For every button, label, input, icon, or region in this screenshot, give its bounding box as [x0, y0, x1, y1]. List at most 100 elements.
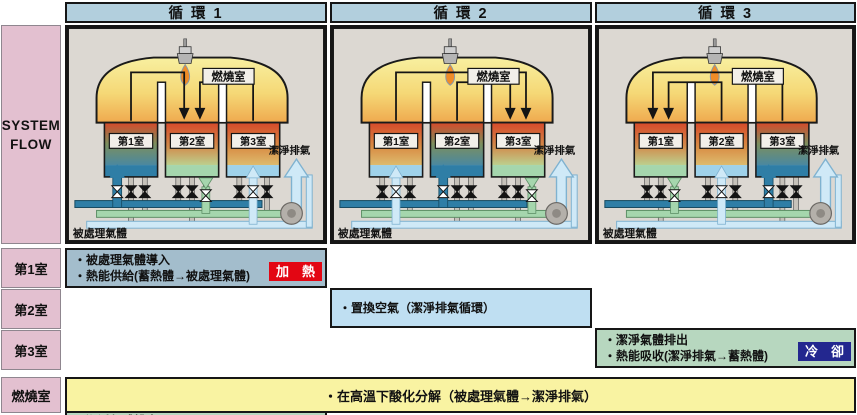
chamber-2-label-box: [169, 132, 215, 149]
clean-exhaust-arrow-icon: [812, 157, 839, 211]
system-flow-line2: FLOW: [10, 136, 52, 152]
valve-open: [715, 185, 729, 199]
chamber-1-outline: [633, 121, 689, 178]
combustion-dome: [95, 56, 289, 124]
flow-arrow-down-icon: [194, 107, 206, 120]
chamber-1-label: 第1室: [648, 135, 674, 148]
valve-closed: [511, 185, 525, 199]
chamber-2-strip: [430, 165, 484, 177]
chamber-1-label: 第1室: [118, 135, 144, 148]
cycle-1-header: 循 環 1: [65, 2, 327, 23]
chamber-3-label: 第3室: [505, 135, 531, 148]
operation-line: ・置換空氣（潔淨排氣循環）: [339, 301, 496, 315]
valve-open: [525, 189, 539, 203]
valve-closed: [640, 185, 654, 199]
diagram-panel-cycle-3: 燃燒室第1室第2室第3室被處理氣體潔淨排氣: [595, 25, 856, 244]
diagram-panel-cycle-2: 燃燒室第1室第2室第3室被處理氣體潔淨排氣: [330, 25, 592, 244]
row-label-chamber-2-text: 第2室: [14, 302, 48, 318]
valve-closed: [232, 185, 246, 199]
purge-return-pipe: [305, 174, 313, 228]
chamber-wall: [747, 81, 757, 124]
burner-icon: [706, 38, 724, 86]
row-label-combustion-text: 燃燒室: [11, 388, 51, 404]
chamber-3-label-box: [760, 132, 805, 149]
chamber-1-label-box: [638, 132, 683, 149]
valve-open: [762, 185, 776, 199]
chamber-1-label-box: [108, 132, 154, 149]
purge-return-pipe: [834, 174, 842, 228]
chamber-wall: [156, 81, 167, 124]
inlet-gas-pipe: [604, 200, 792, 208]
inlet-up-arrow-icon: [760, 164, 777, 178]
purge-up-arrow-icon: [245, 165, 261, 179]
diagram-border: [597, 27, 854, 242]
valve-closed: [450, 185, 464, 199]
purge-return-pipe: [570, 174, 578, 228]
inlet-gas-label: 被處理氣體: [603, 226, 657, 240]
chamber-3-label-box: [230, 132, 276, 149]
inlet-gas-label: 被處理氣體: [338, 226, 392, 240]
valve-closed: [728, 185, 742, 199]
flow-duct: [130, 71, 186, 121]
valve-closed: [403, 185, 417, 199]
valve-closed: [464, 185, 478, 199]
flow-duct: [395, 71, 527, 121]
row-label-chamber-3: 第3室: [1, 330, 61, 370]
valve-closed: [124, 185, 138, 199]
valve-open: [667, 189, 682, 203]
row-label-chamber-2: 第2室: [1, 289, 61, 329]
chamber-2-strip: [165, 165, 219, 177]
purge-up-arrow-icon: [714, 165, 730, 179]
flow-arrow-down-icon: [504, 107, 516, 120]
cell-cycle2-chamber1-purge: ・置換空氣（潔淨排氣循環）: [330, 288, 592, 328]
valve-closed: [701, 185, 715, 199]
purge-riser: [248, 176, 258, 225]
chamber-2-label: 第2室: [179, 135, 205, 148]
clean-exhaust-arrow-icon: [283, 157, 310, 211]
valve-open: [436, 185, 450, 199]
heating-badge: 加 熱: [268, 262, 322, 281]
chamber-3-label: 第3室: [240, 135, 266, 148]
burner-icon: [176, 38, 194, 86]
inlet-gas-pipe: [339, 200, 528, 208]
chamber-wall: [482, 81, 493, 124]
chamber-3-outline: [490, 121, 546, 178]
flow-arrow-down-icon: [647, 107, 659, 120]
system-flow-label: SYSTEM FLOW: [1, 25, 61, 244]
valve-closed: [775, 185, 789, 199]
chamber-1-outline: [103, 121, 159, 178]
blower-icon: [280, 201, 303, 225]
combustion-chamber-label-box: [467, 67, 520, 85]
purge-up-arrow-icon: [388, 165, 404, 179]
diagram-border: [332, 27, 590, 242]
blower-icon: [809, 201, 833, 225]
purge-riser: [391, 176, 401, 225]
inlet-gas-pipe: [74, 200, 263, 208]
clean-exhaust-label: 潔淨排氣: [798, 144, 840, 157]
purge-riser: [717, 176, 726, 225]
flow-arrow-down-icon: [663, 107, 675, 120]
chamber-2-outline: [164, 121, 220, 178]
diagram-border: [67, 27, 325, 242]
chamber-2-label-box: [699, 132, 744, 149]
inlet-gas-label: 被處理氣體: [73, 226, 127, 240]
chamber-1-label-box: [373, 132, 419, 149]
valve-closed: [497, 185, 511, 199]
valve-closed: [185, 185, 199, 199]
valve-closed: [654, 185, 668, 199]
valve-closed: [375, 185, 389, 199]
valve-open: [199, 189, 213, 203]
flow-duct: [667, 81, 723, 121]
row-label-combustion-chamber: 燃燒室: [1, 377, 61, 413]
cooling-badge: 冷 卻: [797, 342, 851, 361]
burner-icon: [441, 38, 459, 86]
row-label-chamber-1-text: 第1室: [14, 261, 48, 277]
operation-line: ・熱能供給(蓄熱體→被處理氣體): [74, 269, 250, 283]
chamber-wall: [421, 81, 432, 124]
chamber-3-outline: [755, 121, 810, 178]
combustion-chamber-label: 燃燒室: [476, 70, 511, 84]
chamber-3-label: 第3室: [769, 135, 795, 148]
blower-icon: [545, 201, 568, 225]
cycle-3-title: 循 環 3: [697, 6, 754, 22]
